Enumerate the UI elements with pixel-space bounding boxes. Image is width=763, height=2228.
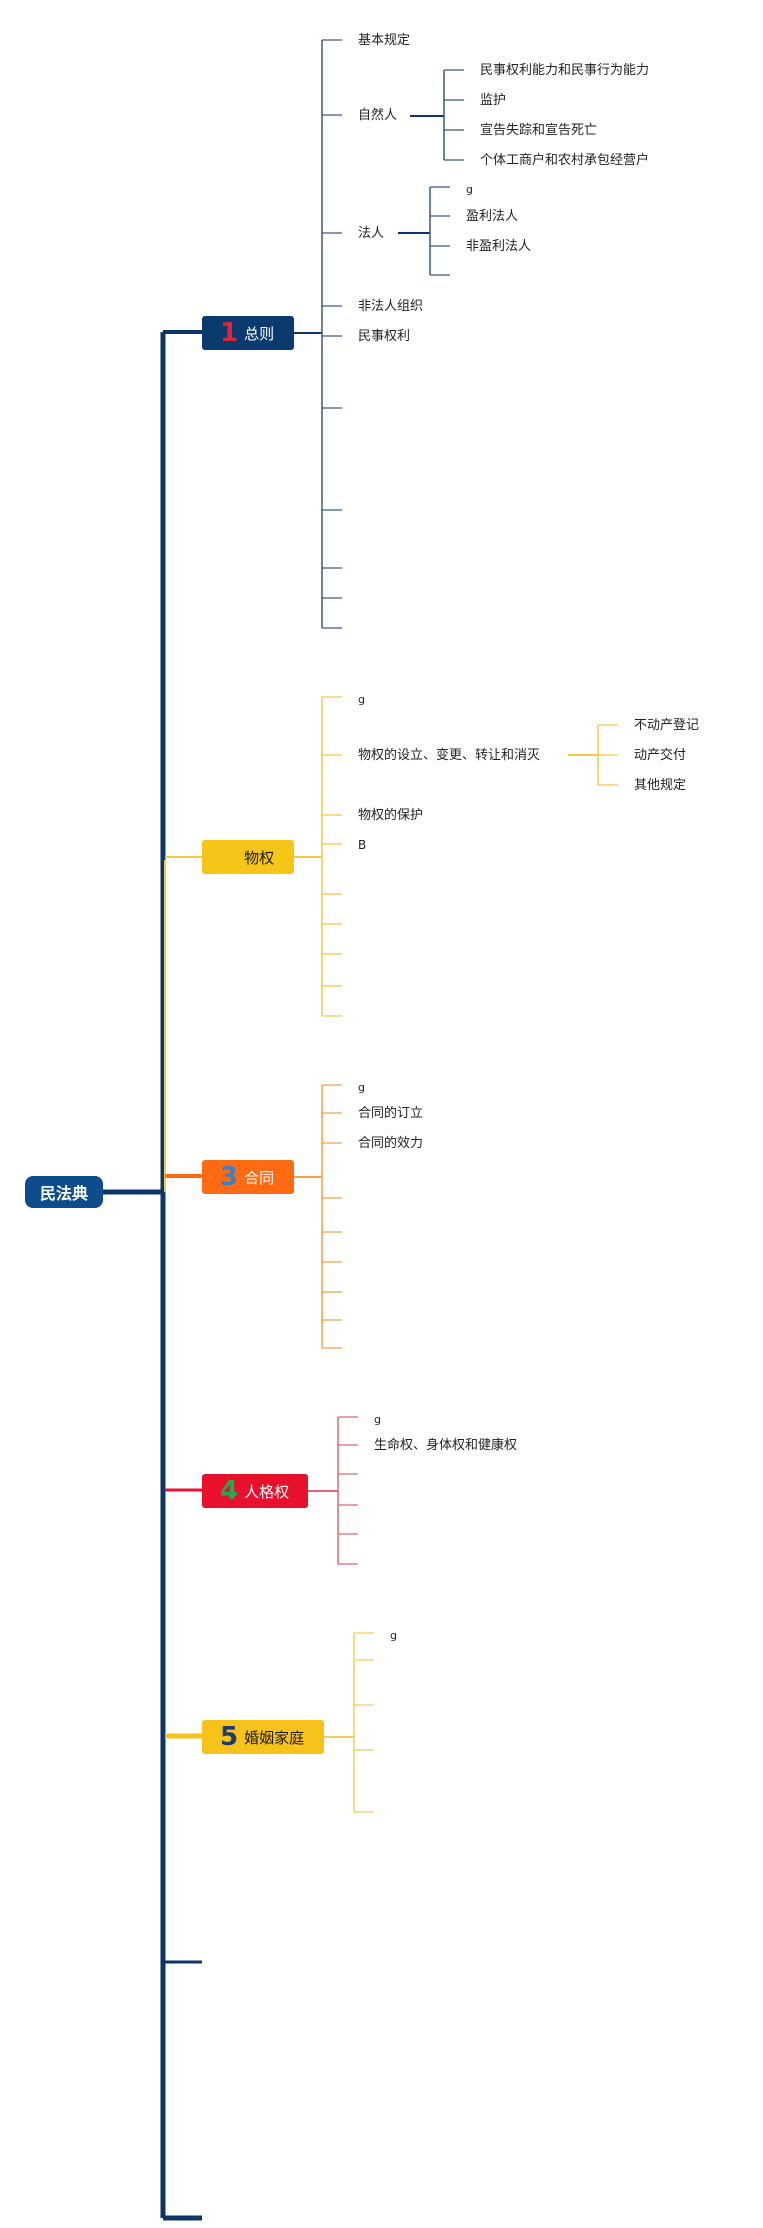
topic-basic-rules[interactable]: 基本规定 <box>358 33 411 48</box>
topic-establishment[interactable]: 物权的设立、变更、转让和消灭 <box>358 748 541 763</box>
topic-natural-person[interactable]: 自然人 <box>358 108 398 123</box>
section-number: 4 <box>220 1476 239 1506</box>
subtopic-capacity[interactable]: 民事权利能力和民事行为能力 <box>480 63 650 78</box>
topic-g[interactable]: g <box>358 1081 365 1094</box>
section-number: 5 <box>220 1722 239 1752</box>
subtopic-non-profit[interactable]: 非盈利法人 <box>466 239 532 254</box>
section-node-property[interactable]: 2 物权 <box>202 840 294 874</box>
topic-g[interactable]: g <box>390 1629 397 1642</box>
subtopic-other-rules[interactable]: 其他规定 <box>634 778 687 793</box>
topic-contract-formation[interactable]: 合同的订立 <box>358 1106 424 1121</box>
root-label: 民法典 <box>39 1184 88 1203</box>
topic-b[interactable]: B <box>358 838 367 852</box>
subtopic-movable-delivery[interactable]: 动产交付 <box>634 748 687 763</box>
section-label: 合同 <box>244 1168 275 1187</box>
subtopic-for-profit[interactable]: 盈利法人 <box>466 209 519 224</box>
topic-protection[interactable]: 物权的保护 <box>358 808 424 823</box>
section-number: 3 <box>220 1162 239 1192</box>
topic-g[interactable]: g <box>374 1413 381 1426</box>
section-node-general[interactable]: 1 总则 <box>202 316 294 350</box>
topic-life-body-health[interactable]: 生命权、身体权和健康权 <box>374 1438 518 1453</box>
section-label: 婚姻家庭 <box>244 1728 305 1747</box>
topic-unincorporated-org[interactable]: 非法人组织 <box>358 299 424 314</box>
section-number: 1 <box>220 318 239 348</box>
section-label: 物权 <box>244 848 275 867</box>
topic-civil-rights[interactable]: 民事权利 <box>358 329 411 344</box>
section-node-marriage[interactable]: 5 婚姻家庭 <box>202 1720 324 1754</box>
topic-g[interactable]: g <box>358 693 365 706</box>
topic-legal-person[interactable]: 法人 <box>358 226 385 241</box>
root-node[interactable]: 民法典 <box>25 1176 103 1208</box>
section-number: 2 <box>220 842 239 872</box>
section-node-contract[interactable]: 3 合同 <box>202 1160 294 1194</box>
subtopic-real-estate-registration[interactable]: 不动产登记 <box>634 718 700 733</box>
subtopic-guardianship[interactable]: 监护 <box>480 93 507 108</box>
section-label: 人格权 <box>244 1482 290 1501</box>
subtopic-g[interactable]: g <box>466 183 473 196</box>
topic-contract-validity[interactable]: 合同的效力 <box>358 1136 424 1151</box>
section-node-personality[interactable]: 4 人格权 <box>202 1474 308 1508</box>
section-label: 总则 <box>244 324 275 343</box>
subtopic-individual-business[interactable]: 个体工商户和农村承包经营户 <box>480 153 650 168</box>
subtopic-missing-death[interactable]: 宣告失踪和宣告死亡 <box>480 123 598 138</box>
